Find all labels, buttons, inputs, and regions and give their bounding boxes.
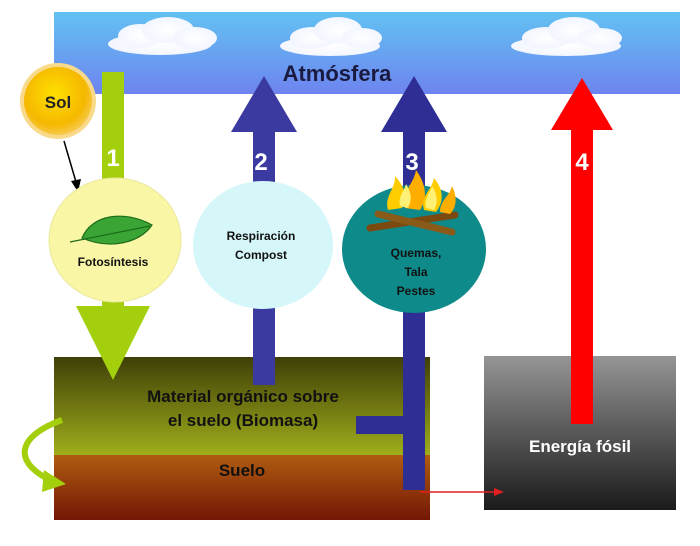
respiration-label-line2: Compost (235, 248, 287, 262)
sun-ray-arrow (63, 140, 81, 192)
fossil-energy-label: Energía fósil (529, 437, 631, 456)
cloud-icon (511, 17, 622, 56)
fire-icon (366, 170, 459, 236)
arrow-1-number: 1 (106, 145, 119, 172)
arrow-3-number: 3 (405, 149, 418, 176)
leaf-icon (69, 215, 153, 245)
sun: Sol (20, 63, 96, 139)
arrow-4: 4 (551, 78, 613, 424)
cloud-icon (108, 17, 217, 55)
burning-node: Quemas, Tala Pestes (342, 170, 486, 313)
photosynthesis-label: Fotosíntesis (78, 255, 149, 269)
photosynthesis-node: Fotosíntesis (48, 177, 182, 303)
burning-label-line2: Tala (404, 265, 427, 279)
biomass-layer (54, 357, 430, 455)
arrow-2-number: 2 (254, 149, 267, 176)
arrow-4-number: 4 (575, 149, 589, 176)
recycle-arrow (21, 417, 66, 492)
burning-label-line1: Quemas, (391, 246, 442, 260)
sun-label: Sol (45, 93, 71, 112)
burning-label-line3: Pestes (397, 284, 436, 298)
soil-label: Suelo (219, 461, 265, 480)
respiration-node: Respiración Compost (193, 181, 333, 309)
biomass-label-line2: el suelo (Biomasa) (168, 411, 318, 430)
soil-layer (54, 455, 430, 520)
biomass-label-line1: Material orgánico sobre (147, 387, 339, 406)
respiration-label-line1: Respiración (227, 229, 296, 243)
cloud-icon (280, 17, 382, 56)
soil-to-fossil-arrow (420, 488, 504, 496)
atmosphere-label: Atmósfera (283, 61, 393, 86)
